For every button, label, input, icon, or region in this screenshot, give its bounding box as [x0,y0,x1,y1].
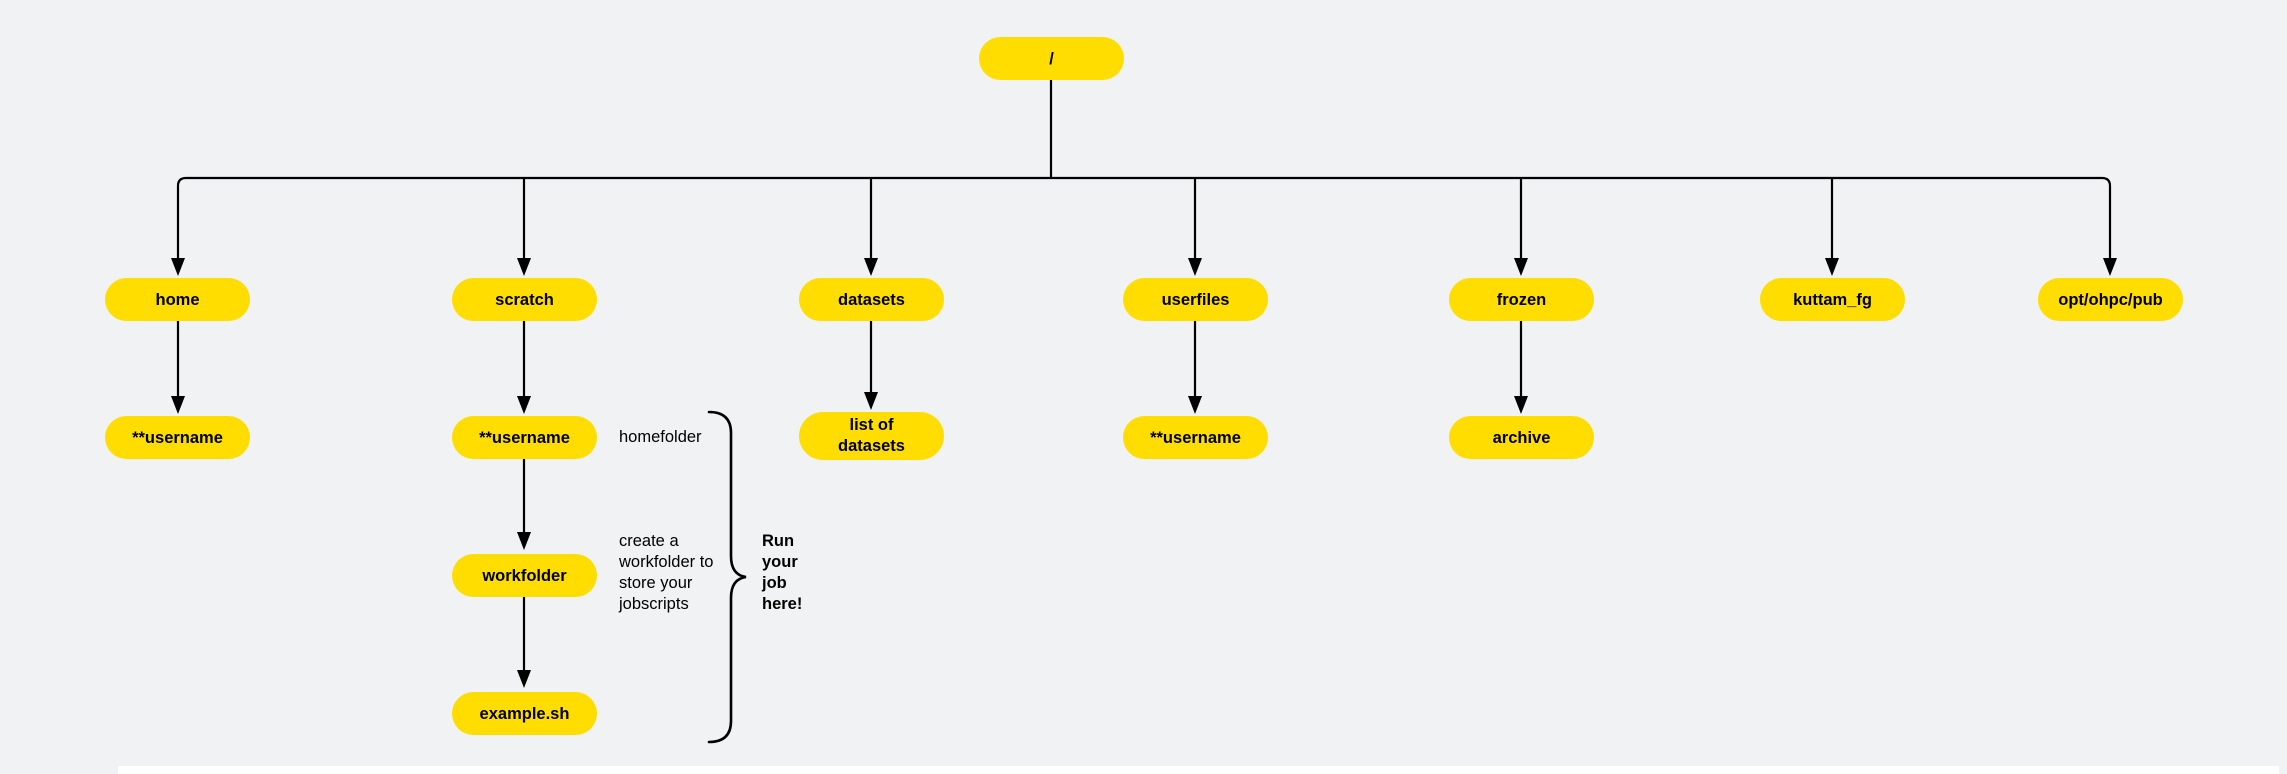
annotation-create-workfolder: create a workfolder to store your jobscr… [619,532,714,613]
node-datasets: datasets [799,278,944,321]
node-root: / [979,37,1124,80]
bottom-page-edge [118,766,2279,774]
node-frozen: frozen [1449,278,1594,321]
node-workfolder: workfolder [452,554,597,597]
edge-bus [176,176,2112,258]
node-list-of-datasets: list of datasets [799,412,944,460]
node-scratch: scratch [452,278,597,321]
node-example-sh: example.sh [452,692,597,735]
node-userfiles-username: **username [1123,416,1268,459]
node-home: home [105,278,250,321]
annotation-run-your-job: Run your job here! [762,532,803,613]
node-opt-ohpc-pub: opt/ohpc/pub [2038,278,2183,321]
node-kuttam-fg: kuttam_fg [1760,278,1905,321]
curly-brace [707,410,747,744]
node-userfiles: userfiles [1123,278,1268,321]
arrowheads [171,258,2117,688]
node-home-username: **username [105,416,250,459]
annotation-homefolder: homefolder [619,428,702,446]
node-archive: archive [1449,416,1594,459]
node-scratch-username: **username [452,416,597,459]
